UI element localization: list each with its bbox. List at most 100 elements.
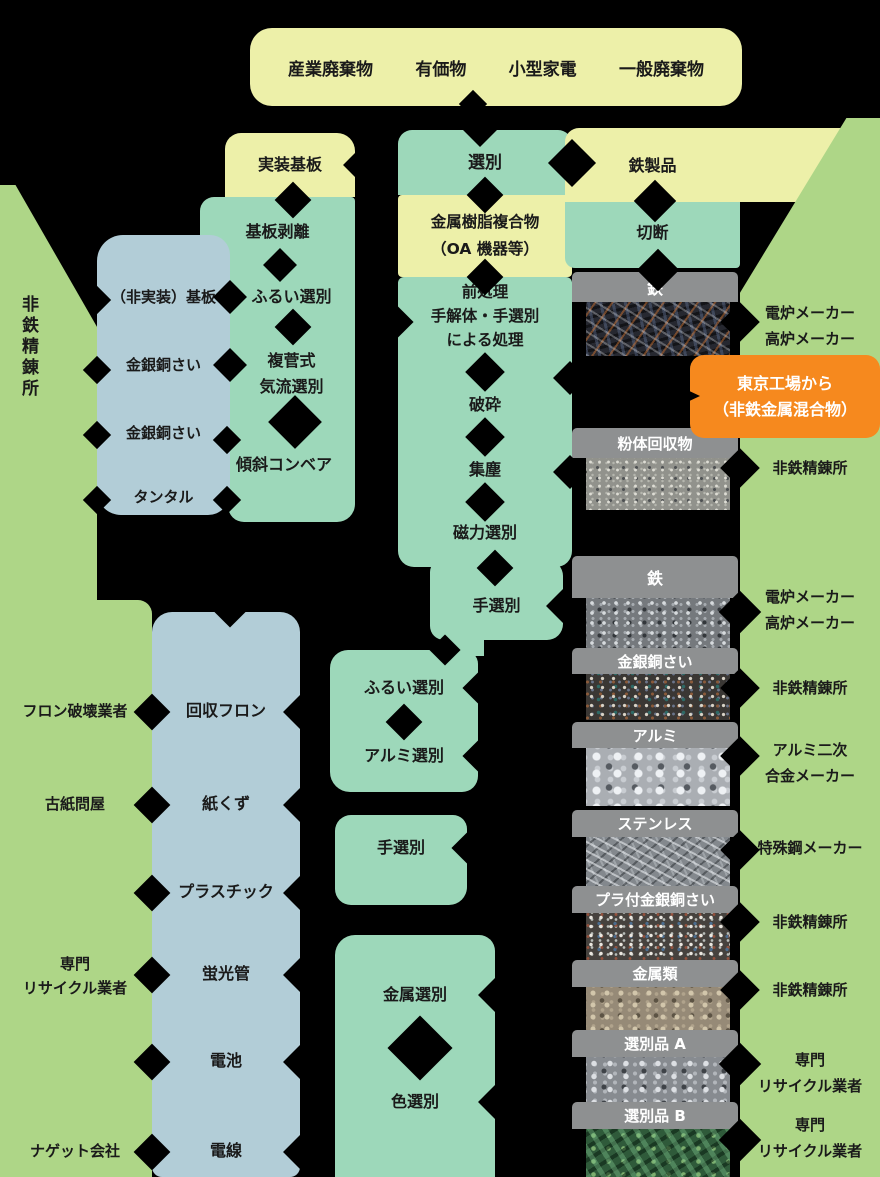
tokyo-factory-banner: 東京工場から （非鉄金属混合物） [690,355,880,438]
photo-sorted-a [586,1057,730,1104]
destination-specialty-recycler-b: 専門 リサイクル業者 [742,1112,878,1164]
left-green-strip-lower [0,600,152,1177]
tokyo-banner-line1: 東京工場から [736,373,833,393]
card-label-gold-silver-copper-slag: 金銀銅さい [572,648,738,674]
output-tantalum: タンタル [133,488,194,506]
node-dust-collect: 集塵 [468,460,501,479]
node-crush: 破砕 [468,395,501,414]
node-hand-sort-lower: 手選別 [376,838,425,857]
card-label-stainless: ステンレス [572,810,738,837]
node-airflow-sort: 複菅式 気流選別 [228,348,355,400]
dest-line1: 非鉄精錬所 [772,459,848,477]
material-line2: （OA 機器等） [431,240,539,258]
destination-special-steel-maker: 特殊鋼メーカー [742,835,878,861]
category-general-waste: 一般廃棄物 [618,59,704,80]
material-line1: 金属樹脂複合物 [430,213,540,231]
node-iron-products: 鉄製品 [628,156,677,175]
card-label-text: 選別品 A [624,1035,686,1053]
node-sieve-sort: ふるい選別 [251,287,332,306]
output-gold-silver-copper-slag-2: 金銀銅さい [125,424,201,442]
byproduct-battery: 電池 [209,1051,242,1070]
node-incline-conveyor: 傾斜コンベア [235,455,332,474]
receiver-specialty-recycler: 専門 リサイクル業者 [0,952,150,1000]
node-mounted-board: 実装基板 [257,155,322,174]
card-label-text: 金銀銅さい [617,652,693,671]
dest-line1: 非鉄精錬所 [772,981,848,999]
photo-powder-recovery [586,458,730,510]
airflow-line2: 気流選別 [259,377,324,396]
node-pretreatment: 前処理 手解体・手選別 による処理 [398,280,572,352]
pretreat-line3: による処理 [446,331,524,349]
receiver-line1: 専門 [59,955,90,973]
card-label-plastic-slag: プラ付金銀銅さい [572,886,738,913]
node-sieve-sort-mid: ふるい選別 [363,678,444,697]
node-aluminum-sort: アルミ選別 [364,746,444,765]
dest-line1: アルミ二次 [772,741,848,759]
receiver-line2: リサイクル業者 [22,979,128,997]
card-label-text: 粉体回収物 [617,434,693,453]
output-unmounted-board: （非実装）基板 [110,288,216,306]
photo-iron-cable-scrap [586,302,730,356]
dest-line1: 非鉄精錬所 [772,913,848,931]
left-green-strip-upper [0,185,97,615]
airflow-line1: 複菅式 [267,351,316,370]
destination-electric-blast-furnace-2: 電炉メーカー 高炉メーカー [742,584,878,636]
right-green-strip [740,118,880,1177]
node-sorting: 選別 [468,153,502,173]
waste-category-header: 産業廃棄物 有価物 小型家電 一般廃棄物 [250,28,742,106]
board-outputs-box [97,235,230,515]
node-metal-resin-composite: 金属樹脂複合物 （OA 機器等） [398,209,572,263]
nonferrous-smelter-vertical-label: 非鉄精錬所 [18,295,38,400]
card-label-text: ステンレス [617,815,693,833]
photo-aluminum [586,748,730,806]
dest-line2: 合金メーカー [764,767,855,785]
dest-line1: 電炉メーカー [764,304,855,322]
pretreat-line2: 手解体・手選別 [430,307,540,325]
card-label-sorted-a: 選別品 A [572,1030,738,1057]
photo-stainless [586,837,730,888]
photo-plastic-slag [586,913,730,960]
byproduct-wire: 電線 [209,1141,242,1160]
card-label-iron-2: 鉄 [572,556,738,598]
category-industrial-waste: 産業廃棄物 [288,59,373,80]
tokyo-banner-line2: （非鉄金属混合物） [712,399,857,419]
destination-nonferrous-smelter-3: 非鉄精錬所 [742,909,878,935]
photo-iron-shred [586,598,730,648]
card-label-powder: 粉体回収物 [572,428,738,458]
receiver-paper-wholesaler: 古紙問屋 [44,795,105,813]
node-hand-sort-upper: 手選別 [472,596,521,615]
node-board-strip: 基板剥離 [245,222,310,241]
byproducts-box [152,612,300,1177]
card-label-sorted-b: 選別品 B [572,1102,738,1129]
destination-nonferrous-smelter-1: 非鉄精錬所 [742,455,878,481]
byproduct-paper-waste: 紙くず [201,794,250,813]
category-valuables: 有価物 [415,59,467,80]
destination-specialty-recycler-a: 専門 リサイクル業者 [742,1047,878,1099]
card-label-text: プラ付金銀銅さい [594,891,715,909]
dest-line2: 高炉メーカー [764,614,855,632]
node-magnetic-sort: 磁力選別 [452,523,517,542]
photo-gold-silver-copper-slag [586,674,730,720]
output-gold-silver-copper-slag-1: 金銀銅さい [125,356,201,374]
destination-electric-blast-furnace-1: 電炉メーカー 高炉メーカー [742,300,878,352]
byproduct-recovered-cfc: 回収フロン [185,701,266,720]
dest-line1: 電炉メーカー [764,588,855,606]
card-label-text: アルミ [632,726,678,745]
card-label-text: 鉄 [646,569,663,588]
photo-metals [586,987,730,1032]
hand-sort-lower-box [335,815,467,905]
node-metal-sort: 金属選別 [382,985,447,1004]
photo-sorted-b-circuit-boards [586,1129,730,1177]
dest-line2: リサイクル業者 [757,1142,863,1160]
card-label-text: 金属類 [632,965,678,983]
dest-line2: リサイクル業者 [757,1077,863,1095]
card-label-aluminum: アルミ [572,722,738,748]
dest-line1: 非鉄精錬所 [772,679,848,697]
dest-line1: 専門 [794,1051,825,1069]
byproduct-plastic: プラスチック [178,882,274,901]
receiver-nugget-company: ナゲット会社 [29,1142,120,1160]
category-small-appliances: 小型家電 [508,59,577,80]
dest-line2: 高炉メーカー [764,330,855,348]
node-cutting: 切断 [636,223,669,242]
